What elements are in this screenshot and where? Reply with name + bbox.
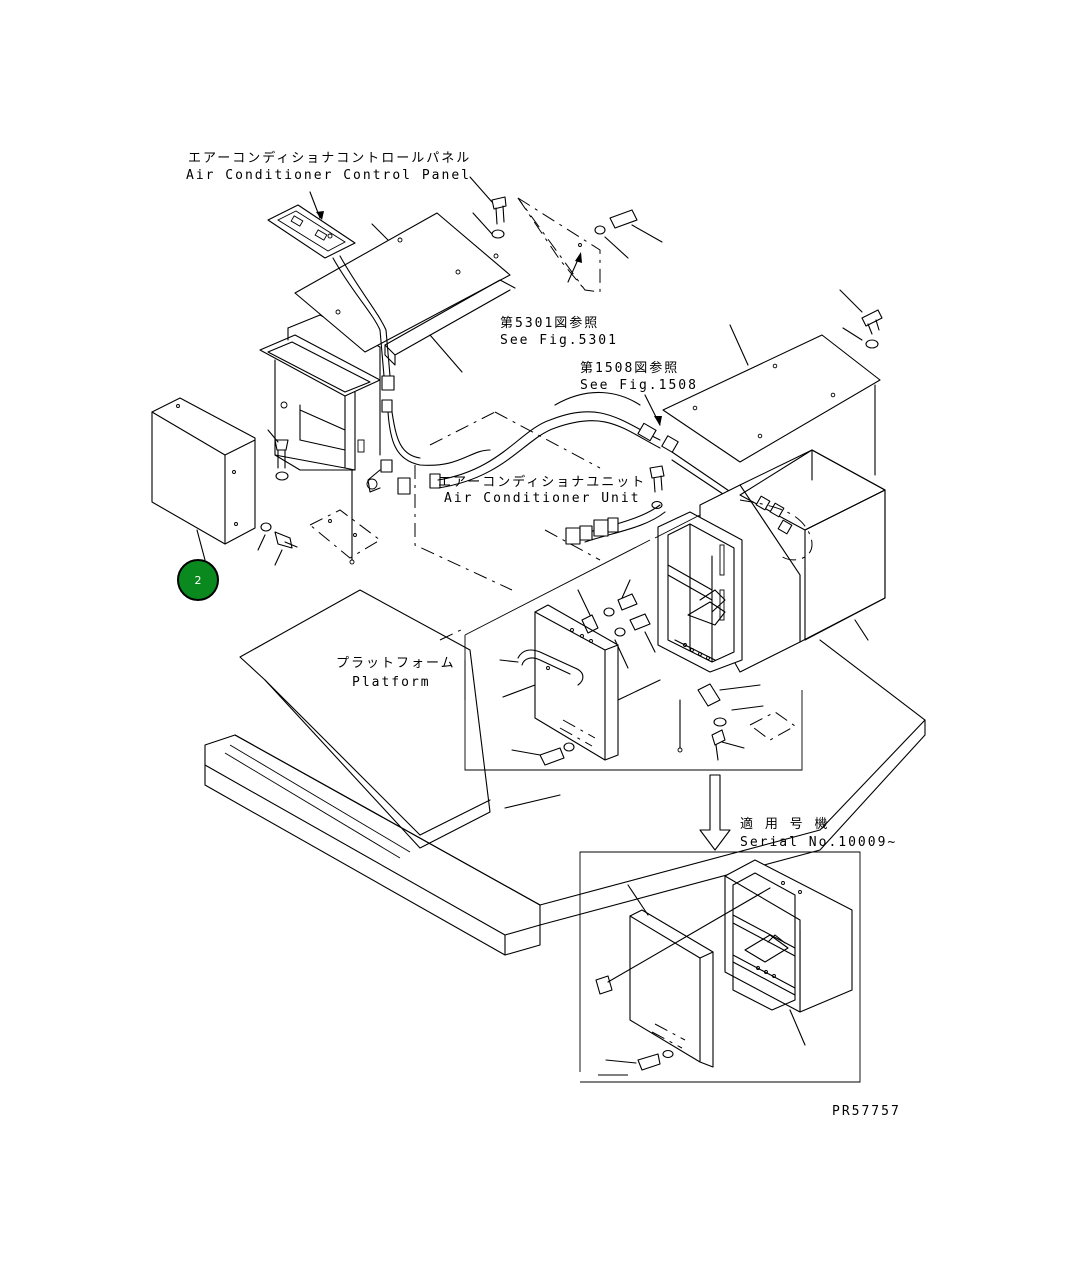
control-panel-label-en: Air Conditioner Control Panel xyxy=(186,168,471,183)
unit-top-cover xyxy=(662,289,883,476)
callout-2[interactable]: 2 xyxy=(177,559,219,601)
fig1508-label-jp: 第1508図参照 xyxy=(580,360,679,376)
unit-connectors xyxy=(565,517,619,545)
platform-label-jp: プラットフォーム xyxy=(336,656,456,671)
control-panel xyxy=(267,191,356,259)
unit-label-en: Air Conditioner Unit xyxy=(444,491,641,506)
floor-mount-plate xyxy=(309,469,381,565)
callout-number: 2 xyxy=(195,574,202,587)
serial-variant-box xyxy=(579,851,861,1083)
side-cover-fasteners xyxy=(257,429,298,566)
platform-slab xyxy=(204,639,926,956)
platform-mat xyxy=(224,589,491,859)
door-fasteners xyxy=(511,579,796,766)
platform-label-en: Platform xyxy=(352,675,431,690)
serial-label-jp: 適 用 号 機 xyxy=(740,816,829,832)
fig5301-label-en: See Fig.5301 xyxy=(500,333,618,348)
control-cable xyxy=(332,255,491,495)
serial-label-en: Serial No.10009~ xyxy=(740,835,897,850)
control-panel-label-jp: エアーコンディショナコントロールパネル xyxy=(188,150,471,166)
access-door xyxy=(499,604,683,761)
fig1508-label-en: See Fig.1508 xyxy=(580,378,698,393)
door-detail-frame xyxy=(464,514,803,771)
diagram-labels: エアーコンディショナコントロールパネル Air Conditioner Cont… xyxy=(186,150,901,1119)
side-cover-panel xyxy=(151,397,256,561)
routing-dashes xyxy=(414,411,601,641)
fig5301-label-jp: 第5301図参照 xyxy=(500,315,599,331)
top-cover-plate xyxy=(294,212,516,373)
drawing-number: PR57757 xyxy=(832,1104,901,1119)
callout-circle[interactable] xyxy=(177,559,219,601)
ac-unit-housing xyxy=(657,449,886,673)
variant-arrow xyxy=(699,774,731,851)
upper-duct-panel xyxy=(469,176,665,510)
unit-label-jp: エアーコンディショナユニット xyxy=(438,474,646,490)
